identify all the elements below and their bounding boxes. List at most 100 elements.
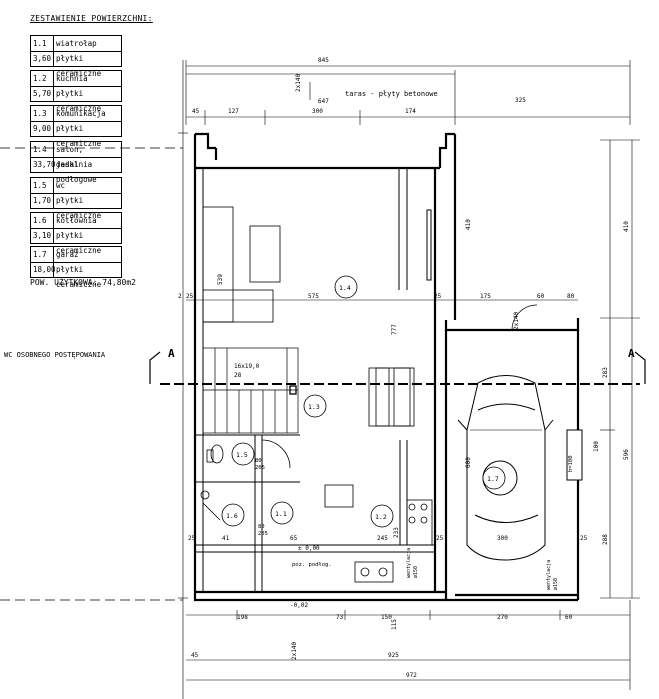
dim-mid-6: 80 xyxy=(567,293,575,300)
dim-right-vert-4: 288 xyxy=(602,534,609,545)
room-finish: płytki ceramiczne xyxy=(56,89,102,113)
stairs xyxy=(202,347,299,434)
door-1-5-height: 205 xyxy=(255,465,265,471)
room-name: kotłownia xyxy=(56,216,97,225)
room-marker-1-2 xyxy=(370,504,394,528)
room-marker-1-5 xyxy=(231,442,255,466)
room-number: 1.7 xyxy=(33,250,47,259)
room-label-1-4: 1.4 xyxy=(339,284,351,292)
dim-bottom-left-vert: 2x140 xyxy=(291,642,298,660)
dim-bottom-4: 60 xyxy=(565,614,573,621)
room-area: 3,10 xyxy=(33,231,52,240)
dim-top-row-4: 325 xyxy=(515,97,526,104)
dim-bottom-0: 198 xyxy=(237,614,248,621)
room-card-1-2: 1.2 kuchnia 5,70 płytki ceramiczne xyxy=(30,70,122,113)
vent-size-2: ø150 xyxy=(553,578,559,590)
room-finish: płytki ceramiczne xyxy=(56,54,102,78)
room-label-1-6: 1.6 xyxy=(226,512,238,520)
room-card-1-1: 1.1 wiatrołap 3,60 płytki ceramiczne xyxy=(30,35,122,78)
room-number: 1.1 xyxy=(33,39,47,48)
level-zero: ± 0,00 xyxy=(298,545,320,552)
room-marker-1-6 xyxy=(221,503,245,527)
room-label-1-1: 1.1 xyxy=(275,510,287,518)
wc-note: WC OSOBNEGO POSTĘPOWANIA xyxy=(4,351,106,359)
vent-label-2: wentylacja xyxy=(546,560,552,590)
garage-window-label: h=100 xyxy=(568,455,574,472)
room-marker-1-4 xyxy=(334,275,358,299)
dim-kitchen-4: 233 xyxy=(393,527,400,538)
room-number: 1.3 xyxy=(33,109,47,118)
door-1-5-width: 80 xyxy=(255,458,262,464)
room-marker-1-3 xyxy=(303,394,327,418)
room-number: 1.4 xyxy=(33,145,47,154)
dim-kitchen-3: 245 xyxy=(377,535,388,542)
dim-garage-vert-1: 600 xyxy=(465,457,472,468)
room-card-1-6: 1.6 kotłownia 3,10 płytki ceramiczne xyxy=(30,212,122,255)
door-1-1-height: 205 xyxy=(258,531,268,537)
room-finish: płytki ceramiczne xyxy=(56,231,102,255)
room-number: 1.5 xyxy=(33,181,47,190)
top-dimensions xyxy=(185,60,631,125)
dim-bottom-small-1: 115 xyxy=(391,619,398,630)
section-a-right: A xyxy=(628,347,635,360)
dim-kitchen-1: 41 xyxy=(222,535,230,542)
room-label-1-7: 1.7 xyxy=(487,475,499,483)
wc-fixtures xyxy=(200,439,291,521)
car-icon xyxy=(457,375,554,561)
room-marker-1-1 xyxy=(270,501,294,525)
room-name: kuchnia xyxy=(56,74,88,83)
kitchen-counter xyxy=(324,484,433,583)
sofa xyxy=(202,206,281,323)
dim-top-row-1: 127 xyxy=(228,108,239,115)
dim-mid-4: 175 xyxy=(480,293,491,300)
room-finish: płytki ceramiczne xyxy=(56,265,102,289)
room-area: 9,00 xyxy=(33,124,52,133)
dim-kitchen-7: 25 xyxy=(580,535,588,542)
level-step: -0,02 xyxy=(290,602,308,609)
dim-kitchen-5: 25 xyxy=(436,535,444,542)
room-area: 18,00 xyxy=(33,265,56,274)
room-area: 3,60 xyxy=(33,54,52,63)
stairs-sub: 28 xyxy=(234,372,242,379)
dim-kitchen-0: 25 xyxy=(188,535,196,542)
dim-top-row-2: 300 xyxy=(312,108,323,115)
bottom-dimensions xyxy=(186,600,631,690)
room-label-1-2: 1.2 xyxy=(375,513,387,521)
right-dimensions xyxy=(600,139,640,599)
dim-middle-vert: 777 xyxy=(391,324,398,335)
room-number: 1.2 xyxy=(33,74,47,83)
left-dimensions xyxy=(178,60,188,699)
usable-area: POW. UŻYTKOWA: 74,80m2 xyxy=(30,278,136,287)
room-name: komunikacja xyxy=(56,109,106,118)
room-area: 5,70 xyxy=(33,89,52,98)
section-line xyxy=(149,351,646,385)
dining-table xyxy=(368,367,415,427)
stairs-label: 16x19,0 xyxy=(234,363,260,370)
dim-kitchen-2: 65 xyxy=(290,535,298,542)
dim-right-vert-1: 410 xyxy=(623,221,630,232)
section-a-left: A xyxy=(168,347,175,360)
dim-kitchen-6: 300 xyxy=(497,535,508,542)
dim-right-vert-0: 410 xyxy=(465,219,472,230)
dim-left-vert: 539 xyxy=(217,274,224,285)
dim-bottom-total1: 925 xyxy=(388,652,399,659)
vent-label-1: wentylacja xyxy=(406,548,412,578)
dim-top-row-3: 174 xyxy=(405,108,416,115)
room-area: 1,70 xyxy=(33,196,52,205)
legend-title: ZESTAWIENIE POWIERZCHNI: xyxy=(30,14,153,23)
room-name: wiatrołap xyxy=(56,39,97,48)
room-area: 33,70 xyxy=(33,160,56,169)
dim-top-row-0: 45 xyxy=(192,108,200,115)
room-number: 1.6 xyxy=(33,216,47,225)
dim-top-total: 845 xyxy=(318,57,329,64)
room-label-1-5: 1.5 xyxy=(236,451,248,459)
room-label-1-3: 1.3 xyxy=(308,403,320,411)
room-finish: płytki ceramiczne xyxy=(56,196,102,220)
dim-mid-3: 25 xyxy=(434,293,442,300)
dim-bottom-3: 270 xyxy=(497,614,508,621)
dim-right-vert-3: 596 xyxy=(623,449,630,460)
dim-mid-0: 2 xyxy=(178,293,182,300)
floor-note: poz. podłog. xyxy=(292,562,332,568)
